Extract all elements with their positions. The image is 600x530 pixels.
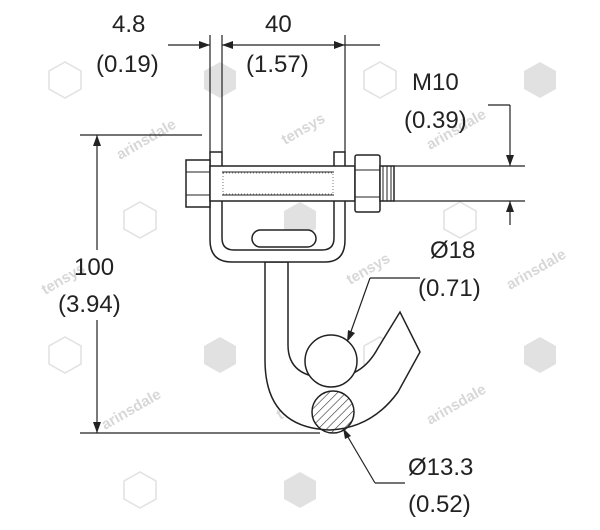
height-inch-label: (3.94) [58,291,121,318]
watermark-logo-icon [524,337,556,373]
watermark-logo-icon [48,336,82,374]
u-bracket [209,151,346,263]
watermark-logo-icon [443,201,477,239]
watermark-logo-icon [284,472,316,508]
width-mm-label: 40 [265,11,292,38]
watermark-logo-icon [524,62,556,98]
thread-mm-label: M10 [412,69,459,96]
thickness-mm-label: 4.8 [112,11,145,38]
watermark-text: arinsdale [504,246,570,294]
thickness-inch-label: (0.19) [96,51,159,78]
height-dimension [80,134,320,434]
width-inch-label: (1.57) [246,51,309,78]
bolt-assembly [185,154,395,213]
hook-rod [264,261,421,431]
height-mm-label: 100 [74,254,114,281]
watermark-text: arinsdale [99,386,165,434]
nut [354,154,381,213]
bolt-head [185,159,211,208]
watermark-logo-icon [204,62,236,98]
watermark-logo-icon [284,202,316,238]
watermark-logo-icon [204,337,236,373]
watermark-logos [48,61,556,509]
watermark-text: arinsdale [424,381,490,429]
thread-dimension [394,104,525,225]
wire-diameter-inch-label: (0.52) [408,491,471,518]
bracket-slot [251,229,317,248]
wire-diameter-leader [343,428,405,484]
watermark-logo-icon [123,201,157,239]
watermark-text: tensys [279,110,329,148]
watermark-logo-icon [123,471,157,509]
hook-diameter-mm-label: Ø18 [430,237,475,264]
hook-diameter-inch-label: (0.71) [418,275,481,302]
hook-bore-circle [304,334,358,388]
thread-inch-label: (0.39) [404,107,467,134]
top-dimensions [168,35,380,152]
hook-diameter-leader [347,277,420,342]
watermark-logo-icon [48,61,82,99]
watermark-logo-icon [363,61,397,99]
wire-section-hatched [311,390,355,434]
bolt-sleeve [222,172,334,195]
wire-diameter-mm-label: Ø13.3 [408,454,473,481]
watermark-text: arinsdale [114,116,180,164]
